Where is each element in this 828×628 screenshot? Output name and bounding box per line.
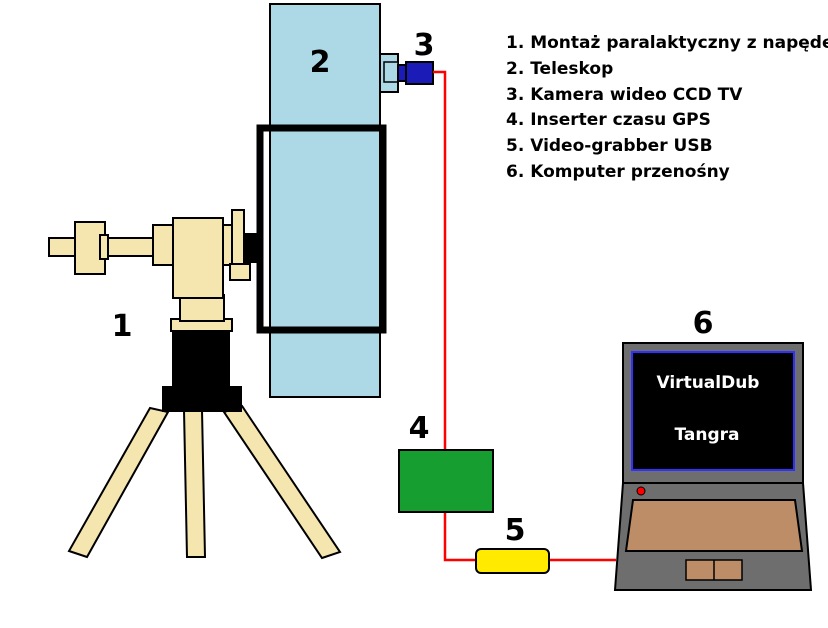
label-camera: 3 <box>414 28 435 63</box>
label-grabber: 5 <box>505 513 526 548</box>
cable-camera-inserter <box>433 70 447 450</box>
tripod-leg-left <box>67 406 170 559</box>
power-led-icon <box>636 486 646 496</box>
tripod-leg-center <box>182 409 207 558</box>
legend-item: 3. Kamera wideo CCD TV <box>506 85 743 105</box>
laptop <box>613 342 813 591</box>
label-inserter: 4 <box>409 411 430 446</box>
shaft-collar <box>99 234 109 260</box>
tripod-leg-right <box>222 404 342 560</box>
screen-app-virtualdub: VirtualDub <box>657 373 760 393</box>
gps-inserter-box <box>398 449 494 513</box>
laptop-keyboard <box>624 499 804 552</box>
dec-axis-block <box>172 217 224 299</box>
laptop-screen <box>631 351 795 471</box>
legend-item: 4. Inserter czasu GPS <box>506 110 711 130</box>
dovetail <box>243 233 259 263</box>
legend: 1. Montaż paralaktyczny z napędem 2. Tel… <box>506 33 828 182</box>
legend-item: 6. Komputer przenośny <box>506 162 730 182</box>
telescope <box>256 3 399 398</box>
mount <box>48 209 259 332</box>
usb-grabber <box>475 548 550 574</box>
screen-app-tangra: Tangra <box>674 425 739 445</box>
legend-item: 5. Video-grabber USB <box>506 136 713 156</box>
cables <box>433 70 616 562</box>
camera-body <box>405 61 434 85</box>
legend-item: 1. Montaż paralaktyczny z napędem <box>506 33 828 53</box>
focuser-inner <box>383 61 399 83</box>
mount-knob-top <box>231 209 245 267</box>
label-laptop: 6 <box>693 306 714 341</box>
tripod-hub <box>162 386 242 412</box>
label-telescope: 2 <box>310 45 331 80</box>
tripod <box>67 328 342 560</box>
mount-knob-bottom <box>229 263 251 281</box>
tube-ring <box>256 124 387 334</box>
legend-item: 2. Teleskop <box>506 59 613 79</box>
ccd-camera <box>397 61 434 85</box>
cable-inserter-grabber <box>443 512 477 562</box>
tripod-column <box>172 328 230 390</box>
mount-neck <box>179 294 225 322</box>
label-mount: 1 <box>112 309 133 344</box>
